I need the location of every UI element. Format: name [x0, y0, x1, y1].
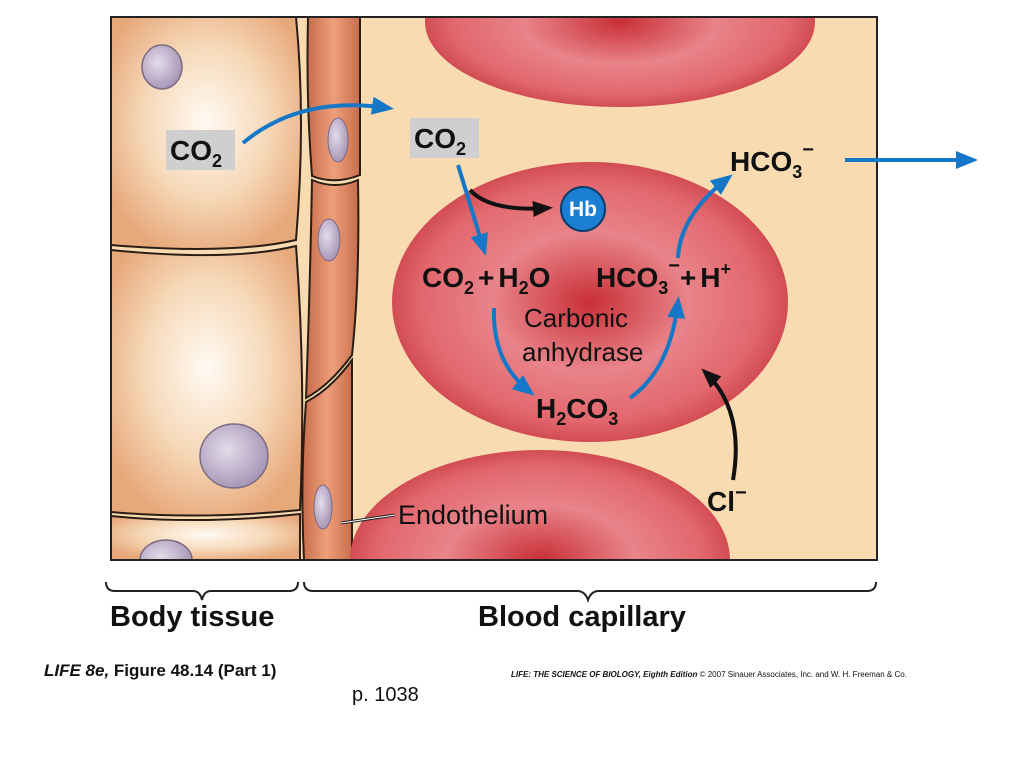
- hb-badge: [560, 186, 606, 232]
- co2-to-reaction-arrow: [456, 164, 488, 256]
- copyright-notice: LIFE: THE SCIENCE OF BIOLOGY, Eighth Edi…: [511, 670, 907, 679]
- to-carbonic-acid-arrow: [491, 307, 535, 396]
- nucleus: [141, 44, 183, 90]
- carbonic-acid-dissociation-arrow: [628, 296, 686, 400]
- enzyme-label-line1: Carbonic: [524, 303, 628, 333]
- red-blood-cell-bottom: [350, 450, 730, 560]
- enzyme-label-line2: anhydrase: [522, 337, 643, 367]
- carbonic-acid-label: H2CO3: [536, 393, 618, 429]
- red-blood-cell-center: [392, 162, 788, 442]
- blood-capillary-brace: [303, 581, 877, 604]
- chloride-shift-arrow: [701, 368, 738, 481]
- body-tissue-label: Body tissue: [110, 601, 275, 633]
- citation-figure-number: Figure 48.14 (Part 1): [109, 661, 277, 680]
- co2-capillary-box: [410, 118, 479, 158]
- body-tissue-cells: [111, 17, 304, 560]
- body-tissue-brace: [105, 581, 299, 601]
- co2-to-hb-arrow: [468, 188, 553, 218]
- co2-tissue-label: CO2: [170, 135, 222, 171]
- reaction-reactants: CO2+H2O: [422, 262, 550, 298]
- nucleus: [313, 484, 333, 530]
- copyright-book-title: LIFE: THE SCIENCE OF BIOLOGY, Eighth Edi…: [511, 670, 698, 679]
- panel-frame: [110, 16, 878, 561]
- chloride-label: Cl−: [707, 482, 747, 517]
- co2-diffusion-arrow: [241, 96, 394, 145]
- citation-book-title: LIFE 8e,: [44, 661, 110, 680]
- endothelium-pointer-highlight: [340, 514, 396, 524]
- bicarbonate-plasma-label: HCO3−: [730, 139, 814, 182]
- blood-capillary-label: Blood capillary: [478, 601, 686, 633]
- nucleus: [317, 218, 341, 262]
- endothelial-cells: [301, 17, 361, 560]
- page-number: p. 1038: [352, 684, 419, 706]
- hb-label: Hb: [569, 198, 597, 221]
- red-blood-cell-top: [425, 17, 815, 107]
- copyright-text: © 2007 Sinauer Associates, Inc. and W. H…: [697, 670, 907, 679]
- nucleus: [327, 117, 349, 163]
- reaction-products: HCO3−+H+: [596, 255, 731, 298]
- hco3-export-arrow: [676, 174, 733, 259]
- co2-tissue-box: [166, 130, 235, 170]
- nucleus: [199, 423, 269, 489]
- co2-capillary-label: CO2: [414, 123, 466, 159]
- endothelium-label: Endothelium: [398, 500, 548, 530]
- nucleus: [139, 539, 193, 560]
- figure-citation: LIFE 8e, Figure 48.14 (Part 1): [44, 661, 276, 681]
